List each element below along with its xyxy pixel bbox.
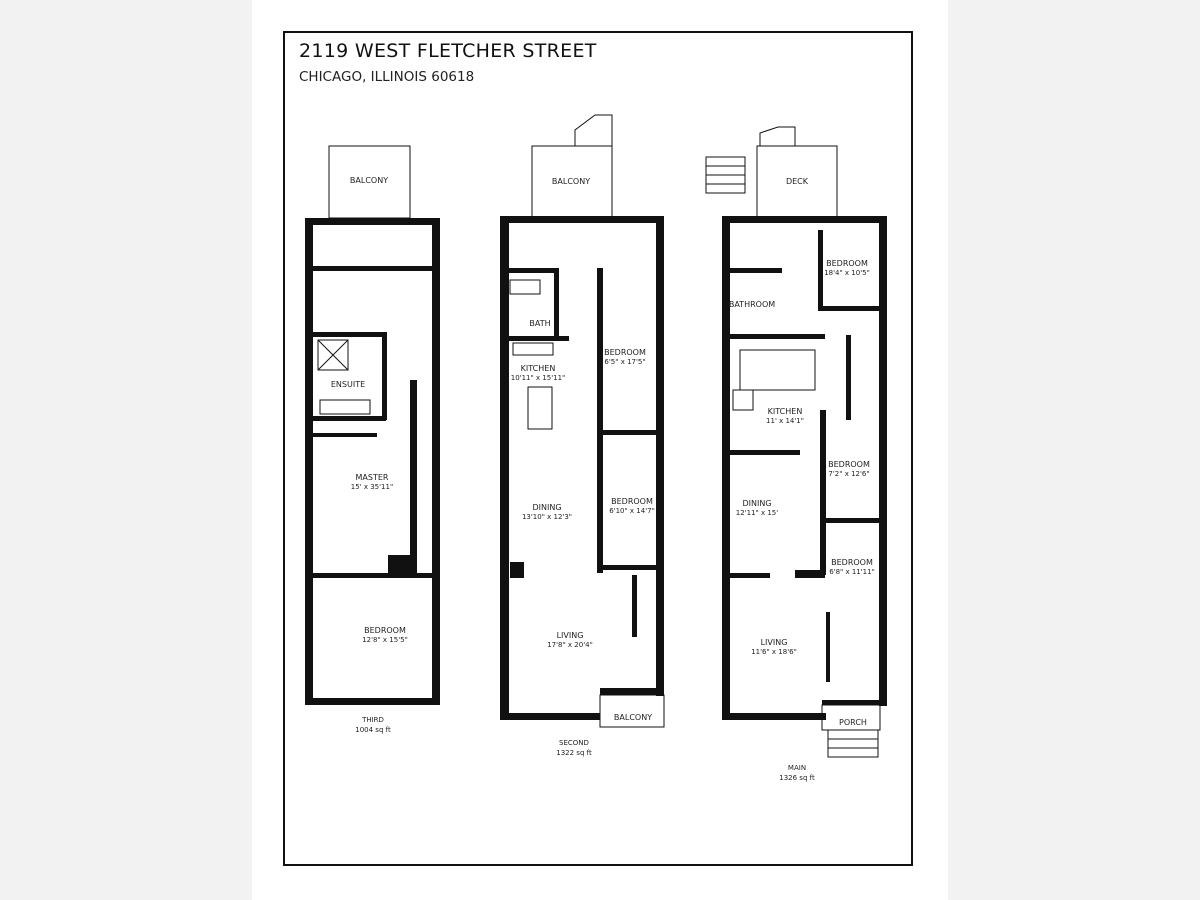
third-floor-name: THIRD — [361, 716, 384, 724]
main-floor-area: 1326 sq ft — [779, 774, 815, 782]
address-title: 2119 WEST FLETCHER STREET — [299, 40, 597, 62]
main-deck-label: DECK — [786, 177, 809, 186]
main-bedroom1-dims: 18'4" x 10'5" — [824, 269, 870, 277]
main-floor-name: MAIN — [788, 764, 806, 772]
main-dining-label: DINING — [742, 499, 771, 508]
main-dining-dims: 12'11" x 15' — [736, 509, 778, 517]
second-bath-label: BATH — [529, 319, 550, 328]
third-floor-area: 1004 sq ft — [355, 726, 391, 734]
main-living-dims: 11'6" x 18'6" — [751, 648, 797, 656]
main-porch-label: PORCH — [839, 718, 867, 727]
second-bedroom2-dims: 6'10" x 14'7" — [609, 507, 655, 515]
second-bedroom1-dims: 6'5" x 17'5" — [604, 358, 645, 366]
second-floor-plan: BALCONY BATH KITCHEN 10'11" x 15'11" BED… — [500, 114, 665, 757]
main-bedroom3-dims: 6'8" x 11'11" — [829, 568, 875, 576]
second-kitchen-label: KITCHEN — [521, 364, 556, 373]
third-ensuite-label: ENSUITE — [331, 380, 365, 389]
third-bedroom-label: BEDROOM — [364, 626, 406, 635]
second-bedroom2-label: BEDROOM — [611, 497, 653, 506]
third-floor-plan: BALCONY ENSUITE MASTER 15' x 35'11" BEDR… — [305, 145, 440, 734]
main-kitchen-dims: 11' x 14'1" — [766, 417, 804, 425]
sheet-border — [283, 31, 913, 866]
second-bedroom1-label: BEDROOM — [604, 348, 646, 357]
main-bedroom2-dims: 7'2" x 12'6" — [828, 470, 869, 478]
city-subtitle: CHICAGO, ILLINOIS 60618 — [299, 69, 475, 85]
main-bedroom3-label: BEDROOM — [831, 558, 873, 567]
main-living-label: LIVING — [761, 638, 788, 647]
second-dining-dims: 13'10" x 12'3" — [522, 513, 572, 521]
second-kitchen-dims: 10'11" x 15'11" — [511, 374, 566, 382]
second-balcony-rear-label: BALCONY — [552, 177, 590, 186]
main-floor-plan: DECK BEDROOM 18'4" x 10'5" BATHROOM KITC… — [705, 126, 887, 782]
second-dining-label: DINING — [532, 503, 561, 512]
second-balcony-front-label: BALCONY — [614, 713, 652, 722]
third-master-dims: 15' x 35'11" — [351, 483, 393, 491]
third-balcony-label: BALCONY — [350, 176, 388, 185]
main-bedroom1-label: BEDROOM — [826, 259, 868, 268]
second-living-dims: 17'8" x 20'4" — [547, 641, 593, 649]
main-bathroom-label: BATHROOM — [729, 300, 775, 309]
third-master-label: MASTER — [356, 473, 389, 482]
main-kitchen-label: KITCHEN — [768, 407, 803, 416]
second-living-label: LIVING — [557, 631, 584, 640]
second-floor-name: SECOND — [559, 739, 589, 747]
second-floor-area: 1322 sq ft — [556, 749, 592, 757]
main-bedroom2-label: BEDROOM — [828, 460, 870, 469]
third-bedroom-dims: 12'8" x 15'5" — [362, 636, 408, 644]
